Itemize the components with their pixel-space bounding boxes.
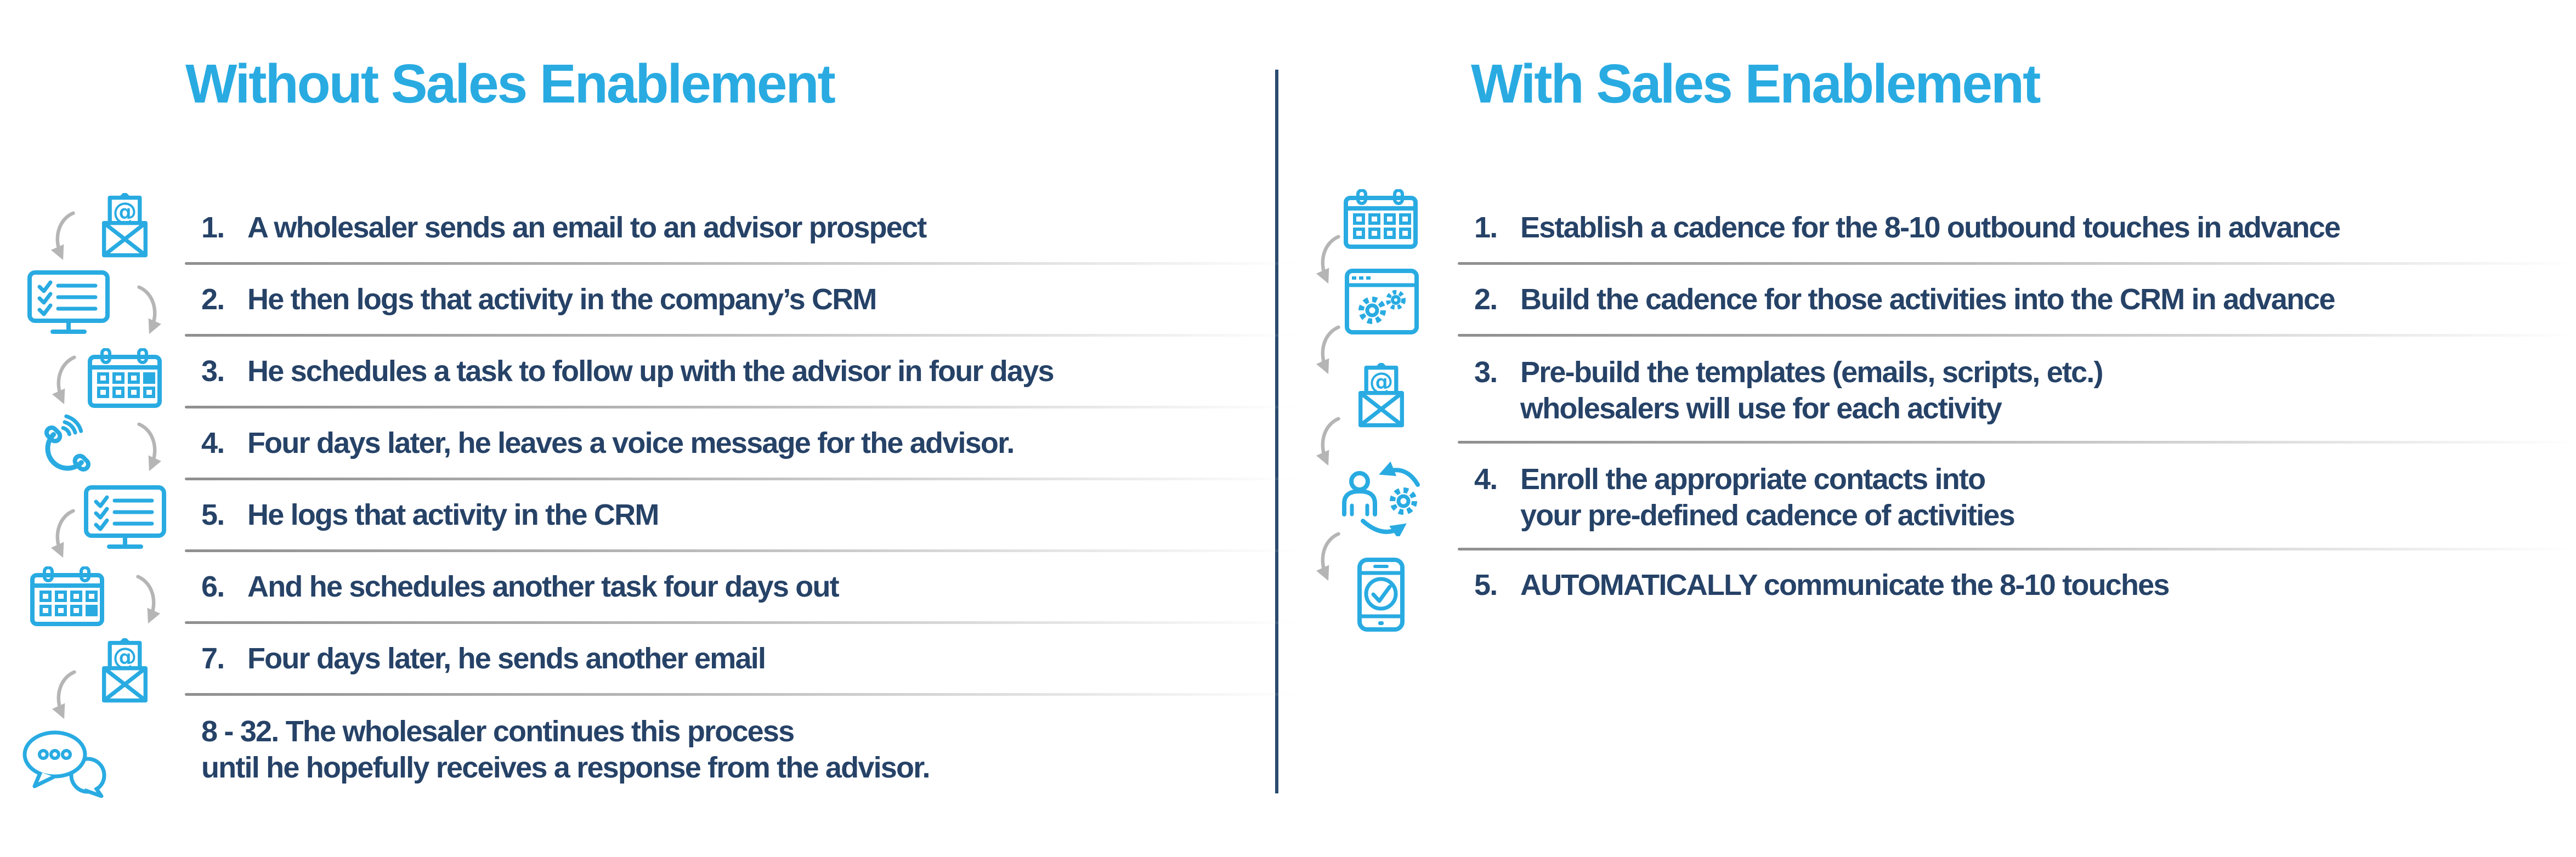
row-divider [185,262,1298,265]
right-step-4: 4. Enroll the appropriate contacts into y… [1458,444,2576,548]
left-step-7: 7. Four days later, he sends another emai… [185,624,1298,693]
step-text: AUTOMATICALLY communicate the 8-10 touch… [1520,569,2170,601]
flow-arrow-icon [51,509,76,559]
right-step-3: 3. Pre-build the templates (emails, scrip… [1458,337,2576,441]
step-text: 8 - 32. The wholesaler continues this pr… [201,715,930,784]
flow-arrow-icon [136,285,161,336]
svg-text:@: @ [112,643,137,671]
row-divider [185,334,1298,337]
flow-arrow-icon [1316,325,1341,376]
flow-arrow-icon [1316,235,1341,285]
step-number: 6. [201,570,225,603]
step-text: He logs that activity in the CRM [247,498,659,531]
step-text: Four days later, he sends another email [247,642,766,675]
flow-arrow-icon [1316,532,1341,582]
crm-monitor-icon [27,270,110,337]
email-icon: @ [1352,363,1410,429]
step-number: 1. [1474,211,1498,244]
flow-arrow-icon [52,355,77,406]
step-text: Pre-build the templates (emails, scripts… [1520,356,2104,425]
left-column-title: Without Sales Enablement [185,53,836,115]
right-step-2: 2. Build the cadence for those activities… [1458,265,2576,334]
step-number: 4. [201,427,225,459]
right-column-title: With Sales Enablement [1471,53,2041,115]
step-text: He then logs that activity in the compan… [247,283,877,316]
row-divider [1458,334,2576,337]
right-step-1: 1. Establish a cadence for the 8-10 outbo… [1458,193,2576,262]
step-number: 4. [1474,463,1498,496]
step-text: Enroll the appropriate contacts into you… [1520,463,2015,532]
chat-icon [21,729,114,798]
row-divider [185,621,1298,624]
left-step-8: 8 - 32. The wholesaler continues this pr… [185,696,1298,800]
step-text: He schedules a task to follow up with th… [247,355,1055,388]
left-step-3: 3. He schedules a task to follow up with … [185,337,1298,406]
step-number: 1. [201,211,225,244]
step-number: 2. [1474,283,1498,316]
flow-arrow-icon [51,211,76,262]
row-divider [185,693,1298,696]
phone-icon [35,411,100,477]
step-number: 2. [201,283,225,316]
flow-arrow-icon [52,670,77,720]
column-divider [1275,70,1278,793]
step-text: Build the cadence for those activities i… [1520,283,2336,316]
row-divider [185,549,1298,552]
step-number: 5. [201,498,225,531]
calendar-icon [1344,189,1418,249]
step-text: And he schedules another task four days … [247,570,840,603]
flow-arrow-icon [1316,417,1341,467]
email-icon: @ [96,638,154,705]
step-number: 5. [1474,569,1498,601]
svg-text:@: @ [1369,367,1393,395]
left-step-5: 5. He logs that activity in the CRM [185,480,1298,549]
calendar-icon [30,566,104,627]
right-step-5: 5. AUTOMATICALLY communicate the 8-10 tou… [1458,550,2576,620]
step-number: 7. [201,642,225,675]
calendar-icon [88,348,162,408]
step-text: Four days later, he leaves a voice messa… [247,427,1015,459]
mobile-check-icon [1356,558,1406,632]
row-divider [185,406,1298,408]
flow-arrow-icon [135,575,160,625]
step-number: 3. [1474,356,1498,389]
browser-gears-icon [1345,269,1419,334]
left-step-4: 4. Four days later, he leaves a voice mes… [185,408,1298,478]
step-number: 3. [201,355,225,388]
flow-arrow-icon [136,422,161,473]
row-divider [1458,262,2576,265]
row-divider [1458,548,2576,550]
enroll-sync-icon [1335,459,1429,536]
left-step-6: 6. And he schedules another task four day… [185,552,1298,621]
row-divider [185,478,1298,480]
left-step-2: 2. He then logs that activity in the comp… [185,265,1298,334]
step-text: Establish a cadence for the 8-10 outboun… [1520,211,2341,244]
svg-text:@: @ [112,197,137,225]
row-divider [1458,441,2576,444]
email-icon: @ [96,193,154,259]
right-steps-list: 1. Establish a cadence for the 8-10 outbo… [1458,193,2576,620]
step-text: A wholesaler sends an email to an adviso… [247,211,927,244]
left-steps-list: 1. A wholesaler sends an email to an advi… [185,193,1298,800]
crm-monitor-icon [84,485,166,552]
left-step-1: 1. A wholesaler sends an email to an advi… [185,193,1298,262]
